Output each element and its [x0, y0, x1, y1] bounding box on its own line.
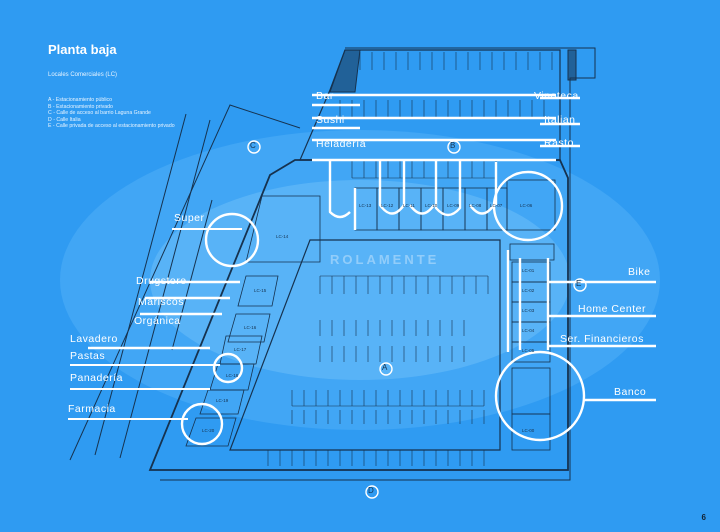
legend-item-a: A - Estacionamiento público: [48, 97, 113, 103]
label-text: Italian: [544, 114, 576, 126]
label-rasto: Rasto: [544, 137, 574, 149]
unit-label: LC-17: [234, 347, 247, 352]
label-text: Farmacia: [68, 403, 116, 415]
unit-label: LC-11: [403, 203, 415, 208]
unit-label: LC-05: [522, 348, 535, 353]
unit-label: LC-19: [216, 398, 229, 403]
label-pastas: Pastas: [70, 350, 105, 362]
legend-item-d: D - Calle Italia: [48, 116, 81, 123]
leader-line: [70, 388, 210, 390]
unit-label: LC-16: [244, 325, 257, 330]
zone-d-label: D: [368, 486, 375, 495]
page-title: Planta baja: [48, 42, 117, 57]
label-panaderia: Panadería: [70, 372, 123, 384]
unit-label: LC-08: [469, 203, 482, 208]
label-text: Mariscos: [138, 296, 185, 308]
label-heladeria: Heladería: [316, 138, 366, 150]
unit-label: LC-10: [425, 203, 438, 208]
unit-label: LC-09: [447, 203, 460, 208]
label-text: Home Center: [578, 303, 646, 315]
legend-item-b: B - Estacionamiento privado: [48, 103, 113, 110]
parking-stalls: [267, 52, 553, 466]
parking-area-a: [229, 239, 501, 451]
zone-b-label: B: [450, 141, 456, 150]
legend-item-e: E - Calle privada de acceso al estaciona…: [48, 123, 175, 130]
legend: A - Estacionamiento público B - Estacion…: [48, 97, 175, 130]
leader-line: [68, 418, 188, 420]
label-super: Super: [174, 212, 205, 224]
label-farmacia: Farmacia: [68, 403, 116, 415]
unit-label: LC-12: [381, 203, 394, 208]
label-bar: Bar: [316, 90, 334, 102]
label-organica: Orgánica: [134, 315, 181, 327]
unit-label: LC-01: [522, 268, 535, 273]
site-boundary-left: [69, 104, 301, 461]
leader-line: [70, 364, 220, 366]
label-text: Pastas: [70, 350, 106, 362]
road-line: [94, 113, 187, 456]
unit-label: LC-18: [226, 373, 239, 378]
label-home-center: Home Center: [578, 303, 646, 315]
label-text: Bar: [316, 90, 334, 102]
road-line: [119, 119, 211, 459]
label-text: Heladería: [316, 138, 367, 150]
label-lavadero: Lavadero: [70, 333, 118, 345]
unit-label: LC-14: [276, 234, 289, 239]
unit-label: LC-00: [522, 428, 535, 433]
unit-label: LC-07: [490, 203, 503, 208]
unit-label: LC-02: [522, 288, 535, 293]
label-drugstore: Drugstore: [136, 275, 187, 287]
label-text: Bike: [628, 266, 651, 278]
zone-c-label: C: [250, 141, 257, 150]
site-boundary: [160, 47, 596, 481]
unit-label: LC-03: [522, 308, 535, 313]
unit-label: LC-04: [522, 328, 535, 333]
zone-a-label: A: [382, 363, 388, 372]
label-text: Vinoteca: [534, 90, 579, 102]
legend-item-c: C - Calle de acceso al barrio Laguna Gra…: [48, 110, 151, 117]
unit-label: LC-06: [520, 203, 533, 208]
page-subtitle: Locales Comerciales (LC): [48, 72, 118, 78]
zone-e-label: E: [576, 279, 582, 288]
page-number: 6: [701, 513, 706, 522]
unit-label: LC-15: [254, 288, 267, 293]
wall-block: [567, 49, 577, 81]
label-mariscos: Mariscos: [138, 296, 184, 308]
label-text: Super: [174, 212, 205, 224]
label-bike: Bike: [628, 266, 650, 278]
label-text: Banco: [614, 386, 647, 398]
leader-line: [172, 228, 242, 230]
road-line: [171, 199, 213, 351]
highlight-contours: [88, 93, 656, 446]
label-banco: Banco: [614, 386, 646, 398]
zone-markers: [247, 140, 587, 499]
label-text: Panadería: [70, 372, 123, 384]
label-ser-financieros: Ser. Financieros: [560, 333, 644, 345]
corner-wall: [329, 49, 361, 93]
label-vinoteca: Vinoteca: [534, 90, 579, 102]
unit-label: LC-20: [202, 428, 215, 433]
label-text: Orgánica: [134, 315, 181, 327]
label-text: Ser. Financieros: [560, 333, 644, 345]
label-sushi: Sushi: [316, 114, 345, 126]
unit-label: LC-13: [359, 203, 372, 208]
label-text: Drugstore: [136, 275, 187, 287]
watermark: ROLAMENTE: [330, 252, 440, 267]
label-text: Rasto: [544, 137, 574, 149]
label-text: Sushi: [316, 114, 345, 126]
label-italian: Italian: [544, 114, 576, 126]
label-text: Lavadero: [70, 333, 118, 345]
